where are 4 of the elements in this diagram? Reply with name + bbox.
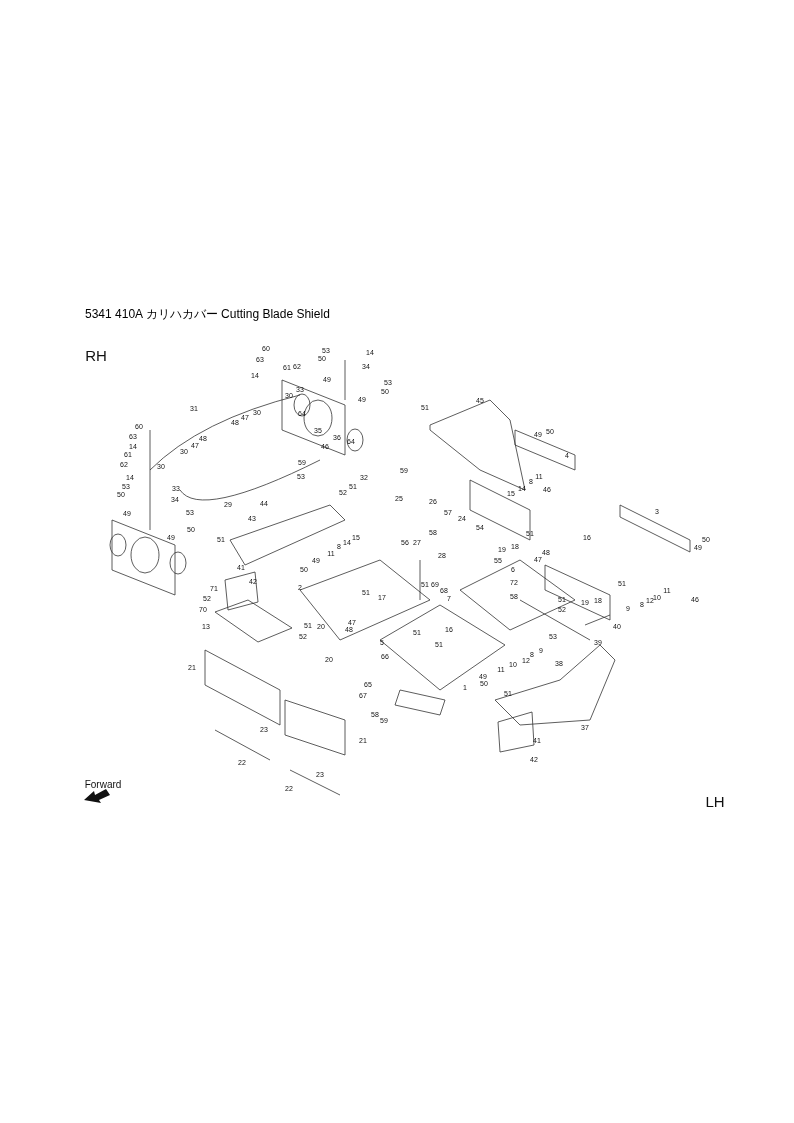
diagram-title: 5341 410A カリハカバー Cutting Blade Shield bbox=[85, 306, 330, 323]
side-label: LH bbox=[705, 792, 725, 810]
side-label: RH bbox=[85, 346, 107, 364]
direction-label: Forward bbox=[84, 778, 122, 790]
